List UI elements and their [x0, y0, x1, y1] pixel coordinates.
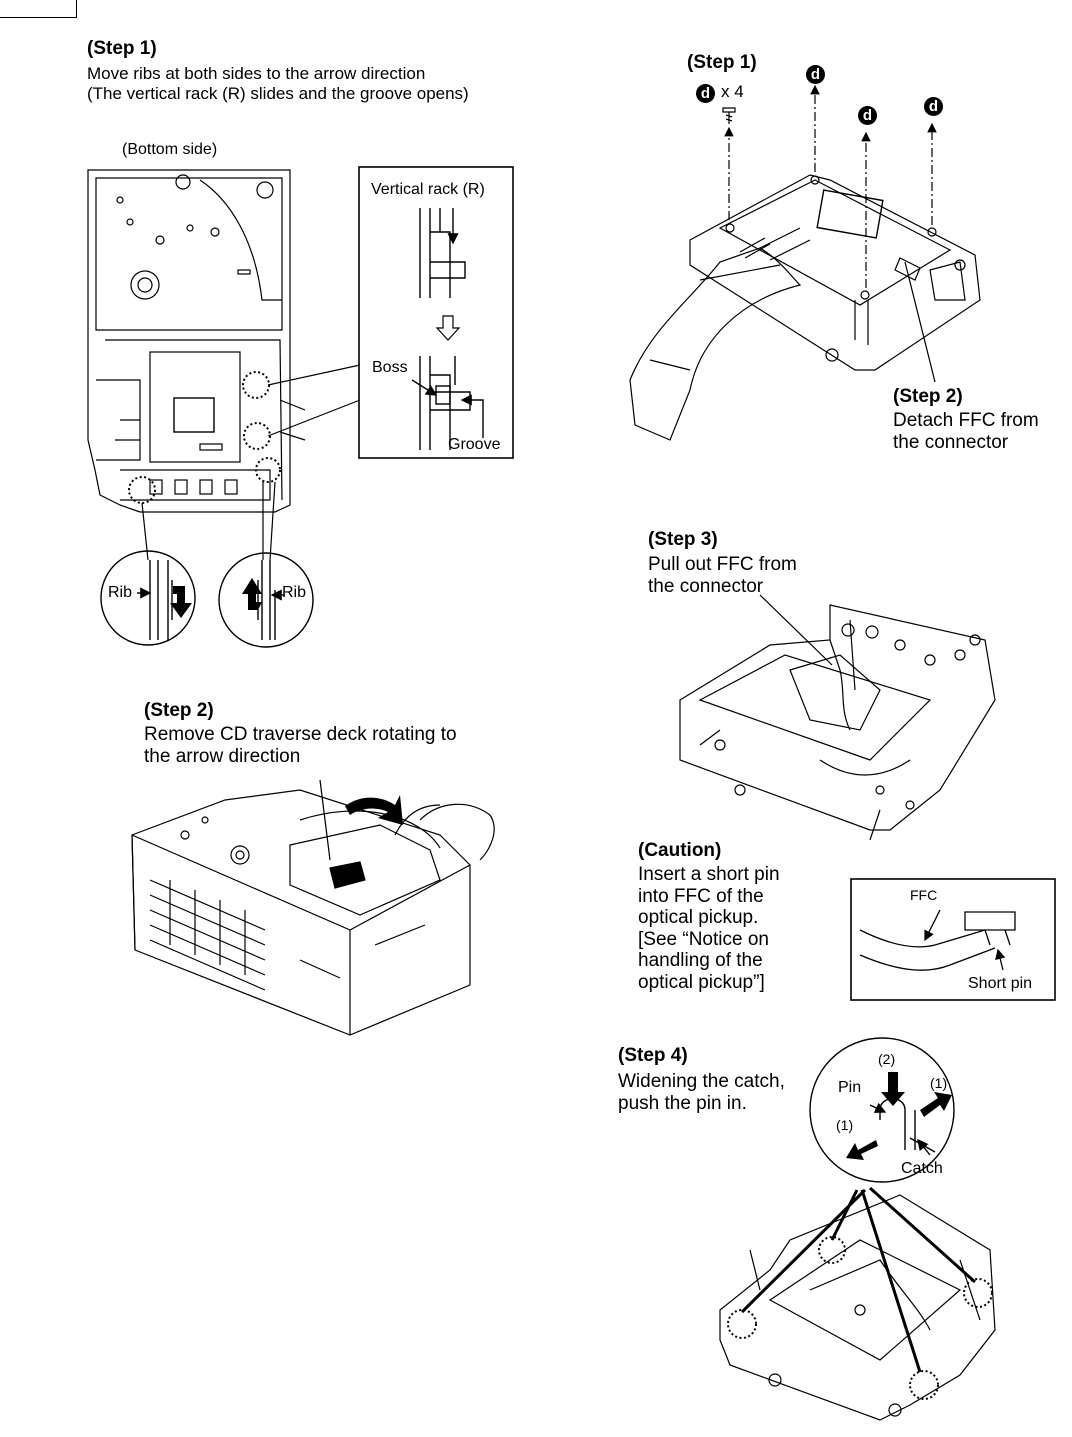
- bottom-side-label: (Bottom side): [122, 141, 218, 158]
- right-step2-line1: Detach FFC from: [893, 410, 1039, 431]
- screw-marker-icon: d: [924, 97, 943, 116]
- right-step3-line1: Pull out FFC from: [648, 554, 797, 575]
- push-arrow: [881, 1072, 905, 1106]
- board-ffc-drawing: [679, 604, 996, 841]
- step4-highlight-circles: [727, 1236, 993, 1400]
- caution-line: Insert a short pin: [638, 864, 780, 885]
- step4-callout-lines: [740, 1186, 977, 1373]
- short-pin-inset: [850, 878, 1056, 1001]
- screw-marker-icon: d: [696, 84, 715, 103]
- left-step2-line1: Remove CD traverse deck rotating to: [144, 724, 457, 745]
- ffc-leader: [904, 261, 936, 383]
- screw-marker-icon: d: [806, 65, 825, 84]
- right-step4-title: (Step 4): [618, 1045, 688, 1066]
- widen-arrow-right: [920, 1092, 952, 1117]
- caution-line: optical pickup.: [638, 907, 759, 928]
- rotate-arrow: [345, 795, 403, 825]
- rib-left-arrow: [170, 586, 192, 618]
- step4-label-1-right: (1): [930, 1075, 948, 1091]
- right-step3-line2: the connector: [648, 576, 764, 597]
- step4-board-drawing: [719, 1194, 996, 1421]
- left-step2-line2: the arrow direction: [144, 746, 301, 767]
- screw-lift-lines: [724, 84, 937, 288]
- right-step1-title: (Step 1): [687, 52, 757, 73]
- rib-right-magnifier: [218, 552, 314, 648]
- rib-right-arrow: [242, 578, 262, 610]
- caution-line: [See “Notice on: [638, 928, 769, 950]
- catch-label: Catch: [901, 1160, 943, 1177]
- screw-icon: [722, 107, 736, 124]
- highlight-circles: [128, 371, 281, 504]
- left-step2-title: (Step 2): [144, 700, 214, 721]
- right-step2-title: (Step 2): [893, 386, 963, 407]
- groove-label: Groove: [448, 436, 501, 453]
- pin-label: Pin: [838, 1079, 862, 1096]
- step2-leader: [319, 779, 331, 861]
- boss-label: Boss: [372, 359, 408, 376]
- left-step1-line1: Move ribs at both sides to the arrow dir…: [87, 64, 426, 83]
- caution-line: into FFC of the: [638, 885, 764, 907]
- rib-left-label: Rib: [108, 584, 133, 601]
- step4-label-2: (2): [878, 1051, 896, 1067]
- right-step3-title: (Step 3): [648, 529, 718, 550]
- bottom-side-mechanism-drawing: [87, 169, 291, 513]
- rib-right-label: Rib: [282, 584, 307, 601]
- ffc-label: FFC: [910, 887, 938, 903]
- step3-leader: [759, 594, 833, 666]
- caution-line: optical pickup”]: [638, 971, 765, 993]
- right-step4-line1: Widening the catch,: [618, 1071, 785, 1092]
- page-corner-tab: [0, 0, 77, 18]
- caution-text: Insert a short pin into FFC of the optic…: [638, 864, 780, 993]
- screw-marker-icon: d: [858, 106, 877, 125]
- rib-left-magnifier: [100, 550, 196, 646]
- deck-screws-drawing: [629, 174, 981, 441]
- caution-line: handling of the: [638, 950, 763, 971]
- screw-count-label: x 4: [721, 82, 744, 101]
- step4-label-1-left: (1): [836, 1117, 854, 1133]
- vertical-rack-inset: [358, 166, 514, 459]
- left-step1-line2: (The vertical rack (R) slides and the gr…: [87, 84, 469, 103]
- short-pin-label: Short pin: [968, 975, 1033, 992]
- cd-traverse-deck-drawing: [131, 789, 495, 1036]
- right-step2-line2: the connector: [893, 432, 1009, 453]
- left-step1-title: (Step 1): [87, 38, 157, 59]
- caution-title: (Caution): [638, 840, 722, 861]
- right-step4-line2: push the pin in.: [618, 1093, 747, 1114]
- vertical-rack-label: Vertical rack (R): [371, 181, 485, 198]
- widen-arrow-left: [846, 1140, 878, 1160]
